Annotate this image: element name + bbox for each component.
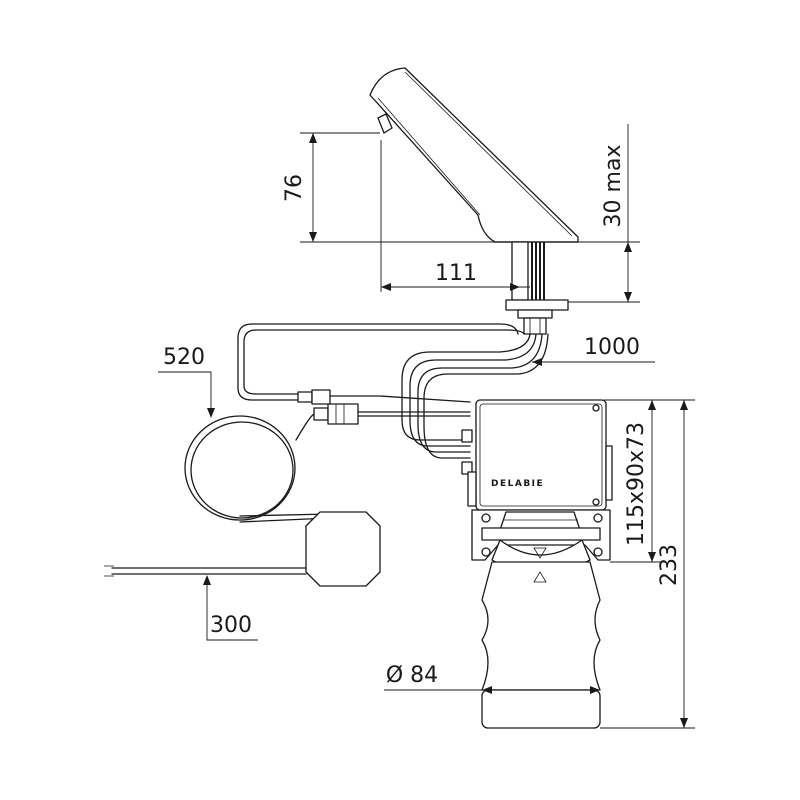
brand-label: DELABIE: [491, 479, 544, 489]
dim-76-label: 76: [282, 174, 307, 202]
dim-233-label: 233: [657, 544, 682, 586]
dim-diameter: Ø 84: [384, 663, 600, 694]
dim-spout-reach: 111: [380, 140, 530, 292]
dim-box-size: 115x90x73: [604, 399, 665, 563]
hoses: [237, 323, 549, 459]
control-box: DELABIE: [467, 399, 613, 511]
dim-spout-height: 76: [282, 132, 495, 243]
dim-power-lead: 300: [203, 575, 258, 641]
dim-total-height: 233: [600, 399, 695, 729]
dim-box-label: 115x90x73: [624, 422, 649, 546]
dim-sensor-cable: 520: [158, 345, 215, 418]
sensor-block: [305, 511, 381, 587]
dim-300-label: 300: [210, 613, 252, 638]
dim-diameter-label: Ø 84: [386, 663, 438, 688]
tap-spout: [369, 67, 579, 243]
dim-deck-thickness: 30 max: [568, 124, 640, 303]
filter-body: [481, 561, 601, 729]
dim-30max-label: 30 max: [601, 145, 626, 228]
power-lead: [104, 565, 307, 577]
dim-hose-length: 1000: [532, 335, 655, 366]
dim-111-label: 111: [435, 261, 477, 286]
sensor-cable-coil: [184, 413, 331, 523]
dim-1000-label: 1000: [584, 335, 640, 360]
dim-520-label: 520: [163, 345, 205, 370]
connectors: [297, 389, 473, 475]
